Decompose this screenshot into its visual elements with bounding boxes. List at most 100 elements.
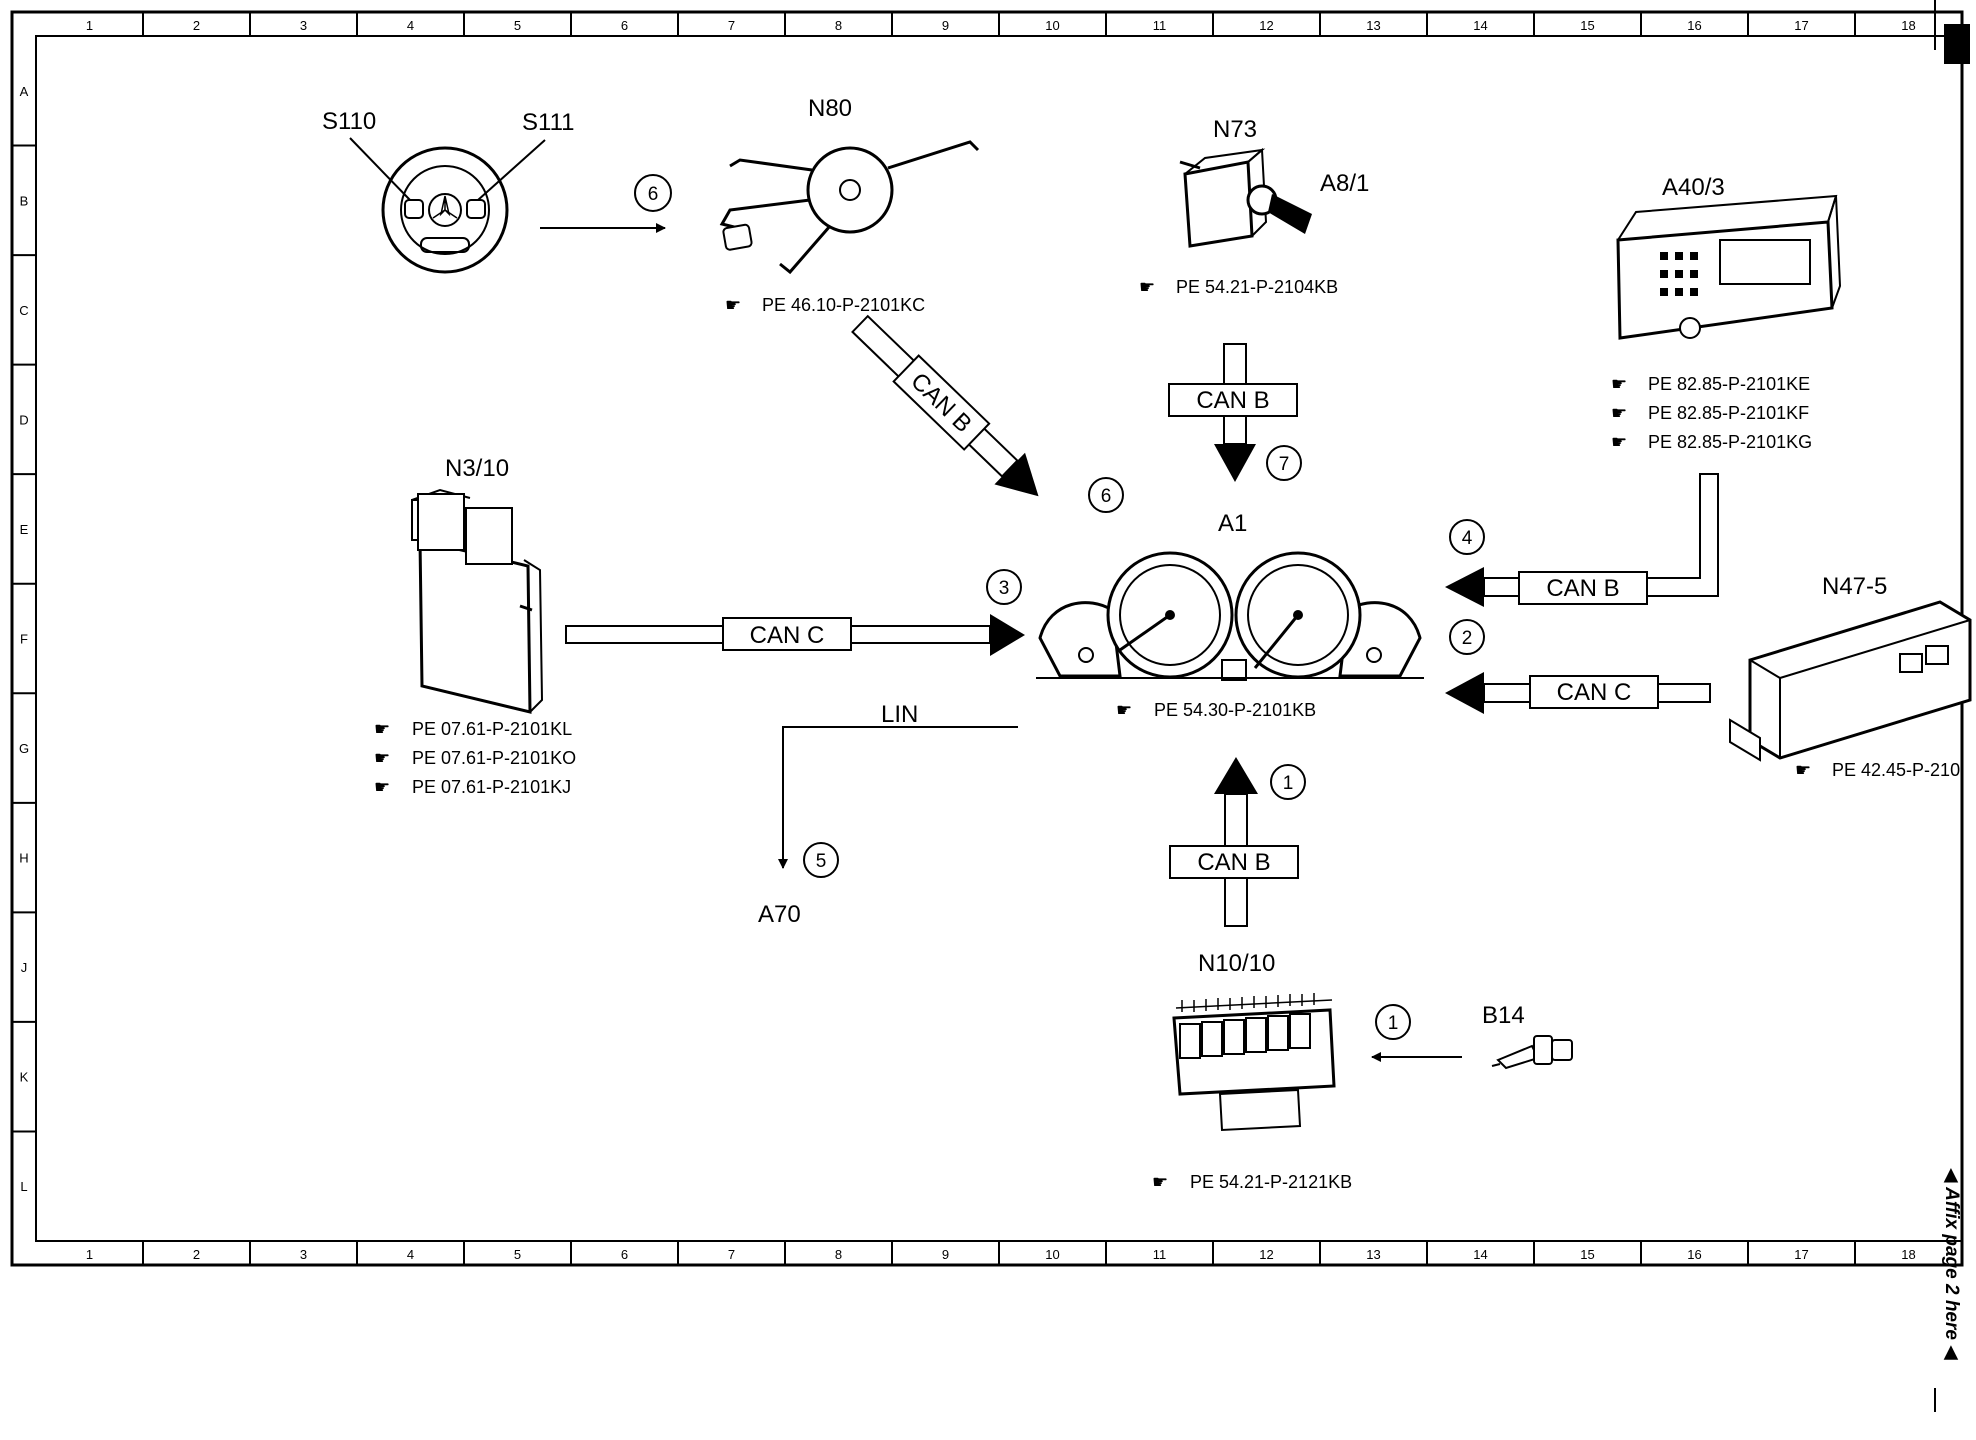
svg-text:PE 42.45-P-210: PE 42.45-P-210 (1832, 760, 1960, 780)
pointing-hand-icon: ☛ (374, 748, 390, 768)
grid-row-label: D (19, 412, 28, 427)
grid-column-label: 14 (1473, 1247, 1487, 1262)
svg-text:PE 46.10-P-2101KC: PE 46.10-P-2101KC (762, 295, 925, 315)
grid-column-label: 13 (1366, 1247, 1380, 1262)
step-badge: 6 (634, 174, 672, 212)
audio-unit-icon (1616, 194, 1842, 340)
grid-column-label: 9 (942, 1247, 949, 1262)
n73-to-a1-can-b: CAN B (1168, 343, 1298, 482)
step-badge: 4 (1449, 519, 1485, 555)
grid-column-label: 6 (621, 18, 628, 33)
sam-control-unit-icon (1172, 993, 1336, 1132)
svg-text:CAN C: CAN C (1557, 679, 1632, 706)
grid-column-label: 4 (407, 18, 414, 33)
svg-text:CAN B: CAN B (1197, 849, 1270, 876)
svg-text:PE 54.21-P-2121KB: PE 54.21-P-2121KB (1190, 1172, 1352, 1192)
grid-column-label: 3 (300, 1247, 307, 1262)
grid-row-label: K (20, 1070, 29, 1085)
grid-column-label: 5 (514, 1247, 521, 1262)
grid-row-label: E (20, 522, 29, 537)
svg-text:6: 6 (1101, 486, 1112, 507)
grid-column-label: 13 (1366, 18, 1380, 33)
grid-column-label: 4 (407, 1247, 414, 1262)
grid-column-label: 17 (1794, 18, 1808, 33)
n73-reference: ☛ PE 54.21-P-2104KB (1139, 277, 1338, 297)
svg-text:5: 5 (816, 851, 827, 872)
svg-text:CAN B: CAN B (1196, 387, 1269, 414)
s110-label: S110 (322, 108, 376, 135)
step-badge: 1 (1270, 764, 1306, 800)
affix-note: ◀ Affix page 2 here ◀ (1941, 1168, 1962, 1360)
steering-wheel-icon (381, 146, 509, 274)
grid-column-label: 7 (728, 18, 735, 33)
a70-label: A70 (758, 901, 801, 928)
svg-text:3: 3 (999, 578, 1010, 599)
grid-row-label: H (19, 851, 28, 866)
grid-column-label: 2 (193, 1247, 200, 1262)
pointing-hand-icon: ☛ (1152, 1172, 1168, 1192)
grid-column-label: 18 (1901, 1247, 1915, 1262)
pointing-hand-icon: ☛ (374, 777, 390, 797)
pointing-hand-icon: ☛ (1611, 403, 1627, 423)
svg-text:CAN B: CAN B (1546, 575, 1619, 602)
a8-1-label: A8/1 (1320, 170, 1369, 197)
step-badge: 7 (1266, 445, 1302, 481)
svg-text:1: 1 (1388, 1013, 1399, 1034)
grid-column-label: 12 (1259, 1247, 1273, 1262)
grid-column-label: 3 (300, 18, 307, 33)
svg-text:PE 82.85-P-2101KG: PE 82.85-P-2101KG (1648, 432, 1812, 452)
n80-label: N80 (808, 95, 852, 122)
esp-control-unit-icon (1729, 600, 1972, 762)
grid-row-label: A (20, 84, 29, 99)
grid-row-label: C (19, 303, 28, 318)
grid-column-label: 12 (1259, 18, 1273, 33)
n80-to-a1-can-b: CAN B (851, 314, 1039, 497)
b14-label: B14 (1482, 1002, 1525, 1029)
step-badge: 5 (803, 842, 839, 878)
svg-text:4: 4 (1462, 528, 1473, 549)
grid-column-label: 17 (1794, 1247, 1808, 1262)
n3-10-reference: ☛ PE 07.61-P-2101KL ☛ PE 07.61-P-2101KO … (374, 719, 576, 797)
svg-text:6: 6 (648, 184, 659, 205)
grid-column-label: 11 (1153, 18, 1167, 33)
a1-label: A1 (1218, 510, 1247, 537)
step-badge: 1 (1375, 1004, 1411, 1040)
grid-column-label: 2 (193, 18, 200, 33)
a40-3-label: A40/3 (1662, 174, 1725, 201)
page-edge-marks (1934, 0, 1970, 1412)
grid-column-label: 1 (86, 18, 93, 33)
grid-column-label: 16 (1687, 18, 1701, 33)
n80-reference: ☛ PE 46.10-P-2101KC (725, 295, 925, 315)
s111-label: S111 (522, 109, 575, 136)
step-badge: 2 (1449, 619, 1485, 655)
a40-3-to-a1-can-b: CAN B (1445, 473, 1719, 607)
grid-column-label: 10 (1045, 18, 1059, 33)
n10-10-label: N10/10 (1198, 950, 1275, 977)
n73-label: N73 (1213, 116, 1257, 143)
svg-text:PE 82.85-P-2101KE: PE 82.85-P-2101KE (1648, 374, 1810, 394)
grid-column-label: 6 (621, 1247, 628, 1262)
grid-column-label: 11 (1153, 1247, 1167, 1262)
a40-3-reference: ☛ PE 82.85-P-2101KE ☛ PE 82.85-P-2101KF … (1611, 374, 1812, 452)
n3-10-label: N3/10 (445, 455, 509, 482)
n47-5-reference: ☛ PE 42.45-P-210 (1795, 760, 1960, 780)
svg-text:PE 07.61-P-2101KJ: PE 07.61-P-2101KJ (412, 777, 571, 797)
grid-column-label: 8 (835, 1247, 842, 1262)
n10-10-to-a1-can-b: CAN B (1169, 757, 1299, 927)
grid-column-label: 9 (942, 18, 949, 33)
grid-column-label: 15 (1580, 18, 1594, 33)
svg-text:PE 54.21-P-2104KB: PE 54.21-P-2104KB (1176, 277, 1338, 297)
grid-column-label: 15 (1580, 1247, 1594, 1262)
steering-column-module-icon (719, 140, 980, 275)
grid-row-label: F (20, 632, 28, 647)
grid-column-label: 7 (728, 1247, 735, 1262)
temperature-sensor-icon (1491, 1035, 1573, 1070)
svg-text:PE 82.85-P-2101KF: PE 82.85-P-2101KF (1648, 403, 1809, 423)
engine-control-unit-icon (411, 488, 544, 714)
grid-row-label: L (20, 1179, 27, 1194)
grid-column-label: 16 (1687, 1247, 1701, 1262)
svg-text:PE 07.61-P-2101KO: PE 07.61-P-2101KO (412, 748, 576, 768)
a1-to-a70-lin: LIN (778, 701, 1018, 869)
svg-text:7: 7 (1279, 454, 1290, 475)
